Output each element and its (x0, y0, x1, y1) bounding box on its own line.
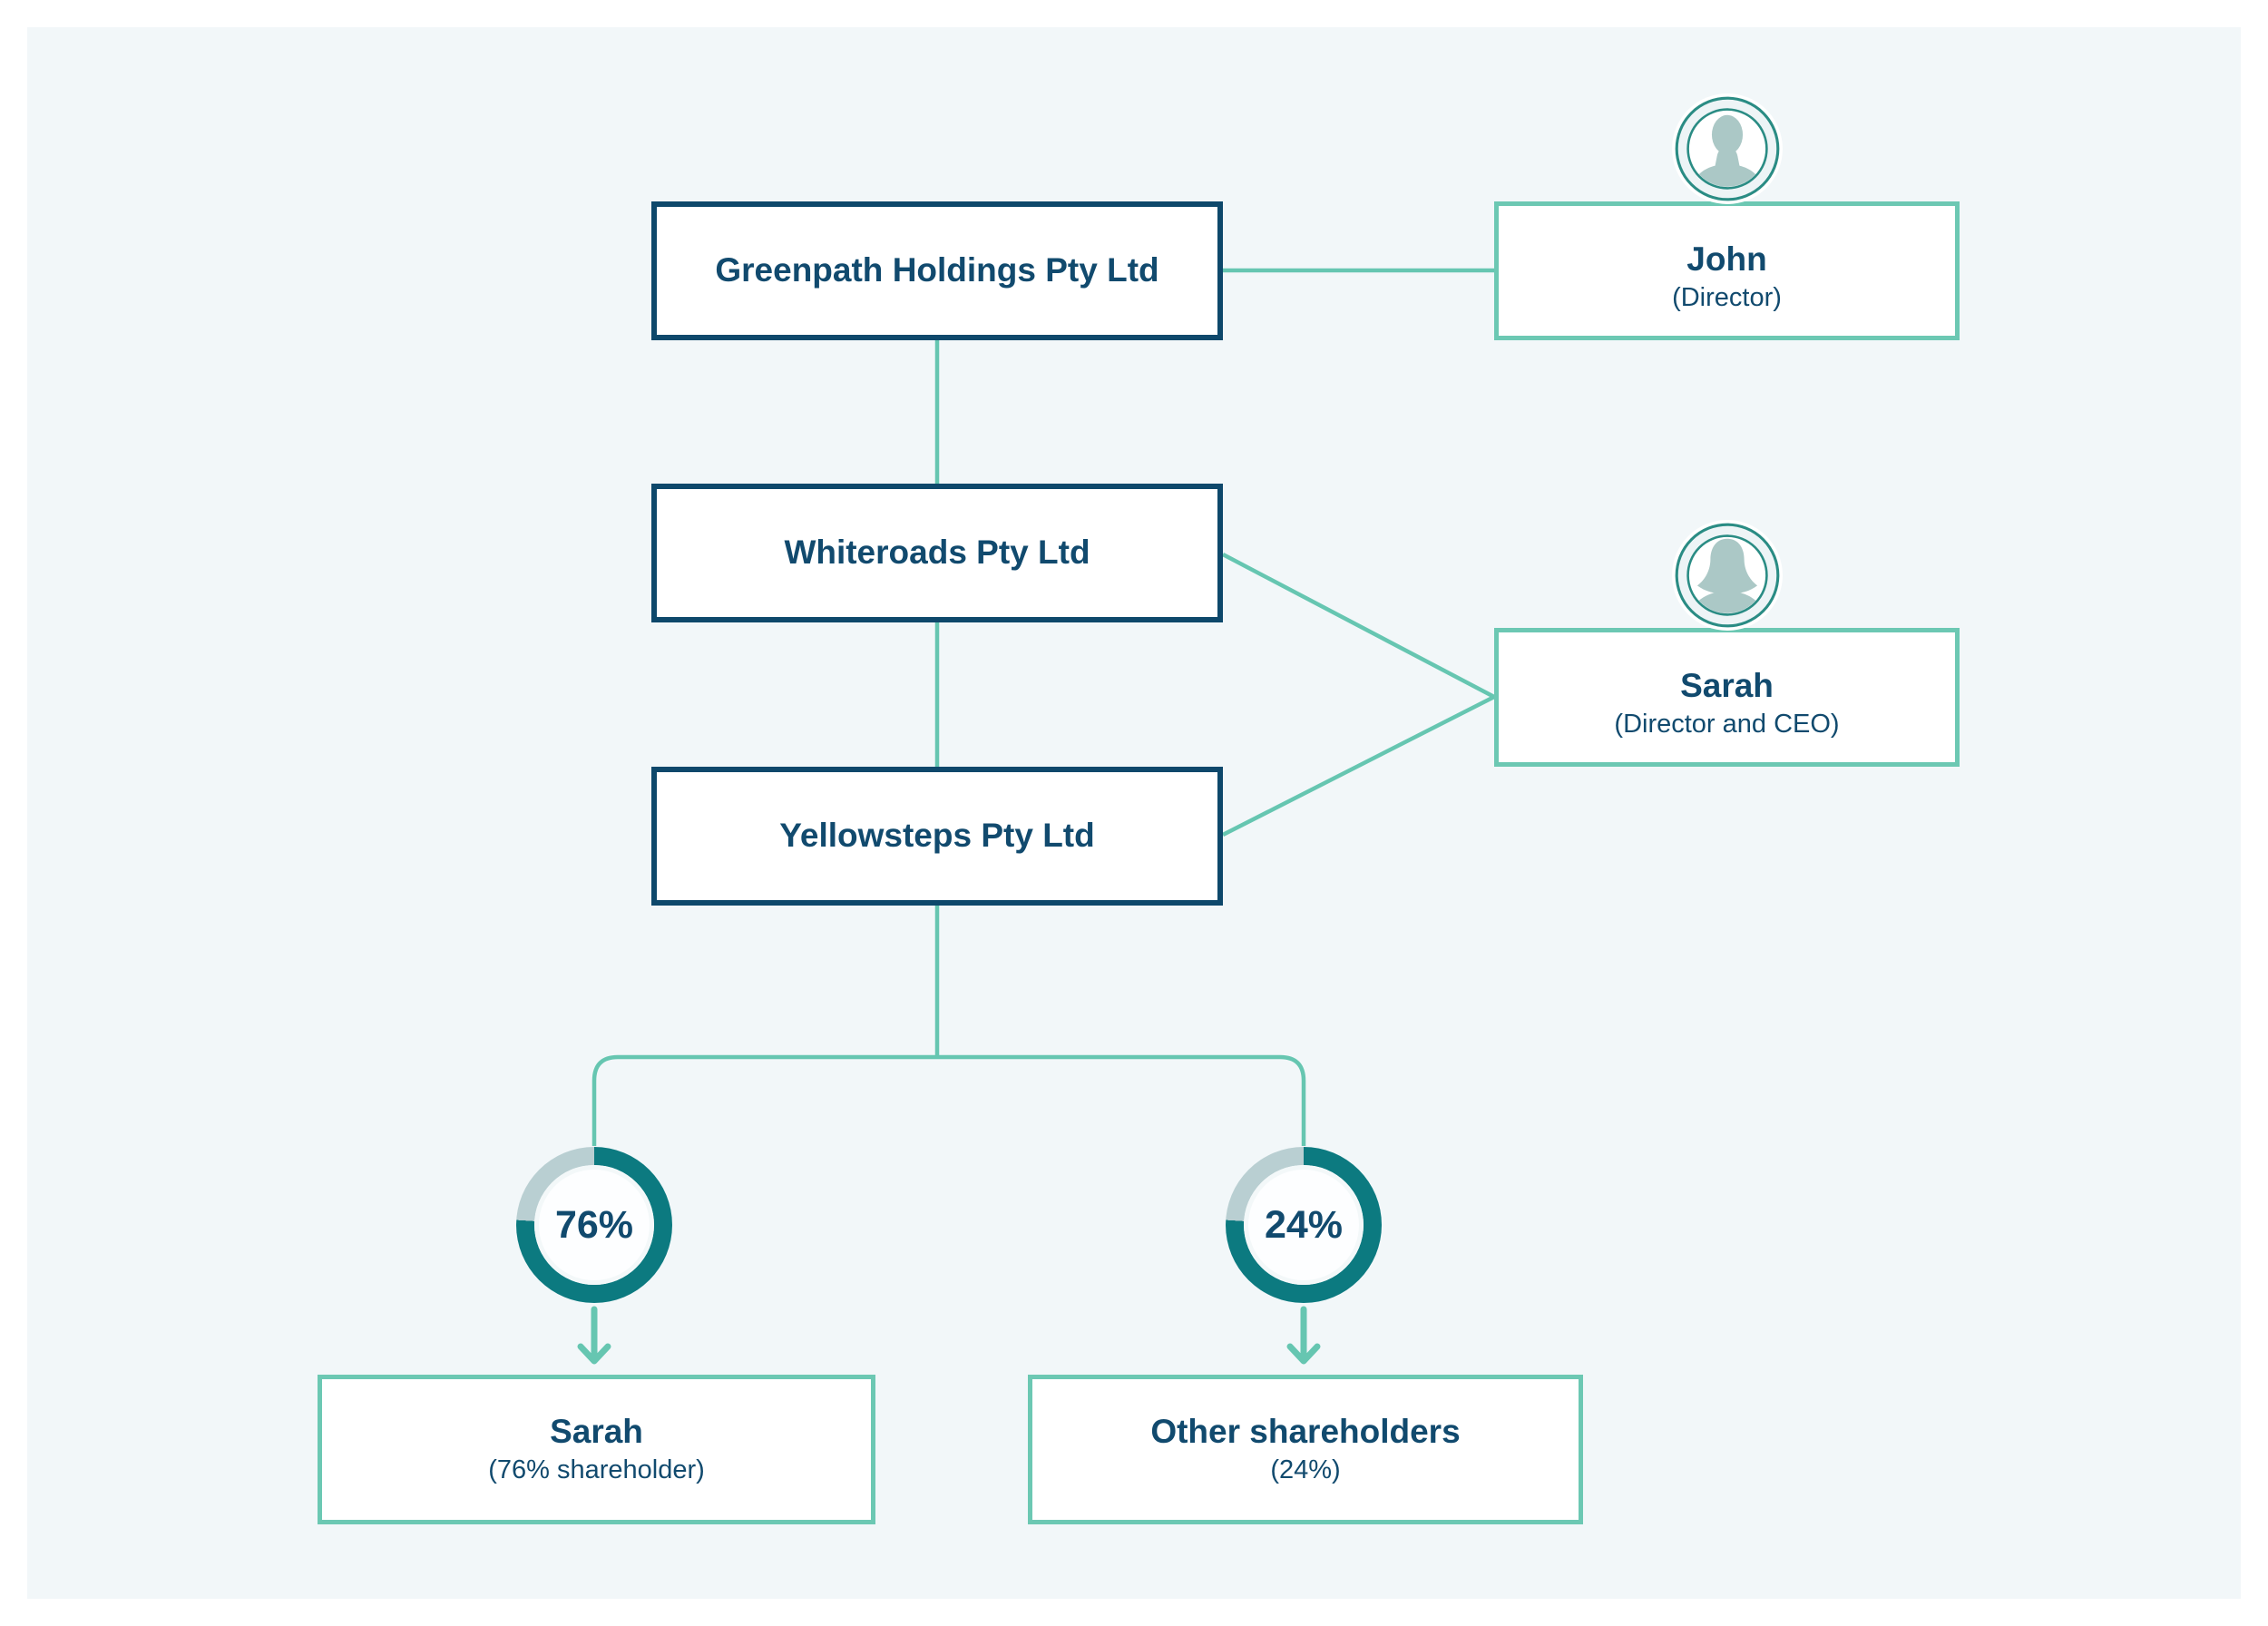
shareholder-role: (24%) (1270, 1455, 1341, 1485)
female-avatar-icon (1672, 520, 1783, 631)
person-role: (Director) (1672, 283, 1782, 313)
shareholder-box-other: Other shareholders (24%) (1028, 1375, 1583, 1524)
person-box-john: John (Director) (1494, 201, 1960, 340)
person-name: Sarah (1680, 666, 1774, 704)
person-box-sarah: Sarah (Director and CEO) (1494, 628, 1960, 767)
donut-percentage-label: 76% (554, 1202, 634, 1247)
company-label: Yellowsteps Pty Ltd (779, 817, 1095, 855)
donut-hole: 24% (1244, 1165, 1364, 1285)
shareholder-role: (76% shareholder) (488, 1455, 705, 1485)
company-box-greenpath: Greenpath Holdings Pty Ltd (651, 201, 1223, 340)
company-label: Whiteroads Pty Ltd (784, 534, 1090, 572)
donut-percentage-label: 24% (1264, 1202, 1344, 1247)
company-box-yellowsteps: Yellowsteps Pty Ltd (651, 767, 1223, 906)
person-role: (Director and CEO) (1614, 710, 1840, 740)
company-box-whiteroads: Whiteroads Pty Ltd (651, 484, 1223, 622)
person-name: John (1686, 240, 1767, 278)
donut-chart-76: 76% (516, 1147, 672, 1303)
shareholder-name: Sarah (550, 1412, 643, 1450)
donut-hole: 76% (534, 1165, 654, 1285)
donut-chart-24: 24% (1226, 1147, 1382, 1303)
shareholder-box-sarah: Sarah (76% shareholder) (318, 1375, 875, 1524)
company-label: Greenpath Holdings Pty Ltd (715, 251, 1159, 289)
male-avatar-icon (1672, 93, 1783, 204)
shareholder-name: Other shareholders (1150, 1412, 1461, 1450)
